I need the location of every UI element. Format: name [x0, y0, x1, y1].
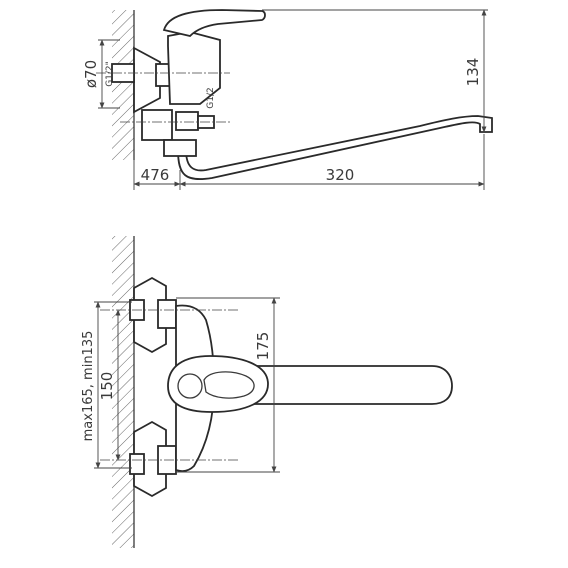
- label-center-range: max165, min135: [81, 331, 96, 442]
- mixer-body-lower: [141, 109, 173, 141]
- label-thread-left: G1/2": [105, 61, 115, 87]
- lever-front-outer: [167, 355, 269, 413]
- label-thread-right: G1/2: [206, 87, 216, 108]
- side-view: ø70 G1/2" G1/2 134 476 320: [82, 9, 493, 190]
- eccentric-lower: [129, 453, 145, 475]
- lever-front-inner: [203, 371, 255, 399]
- diverter-knob: [175, 111, 199, 131]
- label-diameter: ø70: [82, 60, 100, 88]
- lever-pivot: [177, 373, 203, 399]
- lever-handle: [162, 9, 266, 37]
- label-spout-length: 320: [326, 166, 355, 184]
- nut-upper: [157, 299, 177, 329]
- front-view: max165, min135 150 175: [81, 236, 453, 548]
- mixer-body: [167, 31, 221, 105]
- spout-swivel-nut: [163, 139, 197, 157]
- wall-flange: [133, 46, 161, 114]
- spout: [177, 115, 493, 180]
- flange-upper: [133, 276, 167, 354]
- label-offset: 476: [141, 166, 170, 184]
- wall-hatch-top: [112, 10, 134, 160]
- label-total-height: 175: [254, 332, 272, 361]
- label-height: 134: [464, 58, 482, 87]
- flange-lower: [133, 420, 167, 498]
- label-center-nominal: 150: [98, 372, 116, 401]
